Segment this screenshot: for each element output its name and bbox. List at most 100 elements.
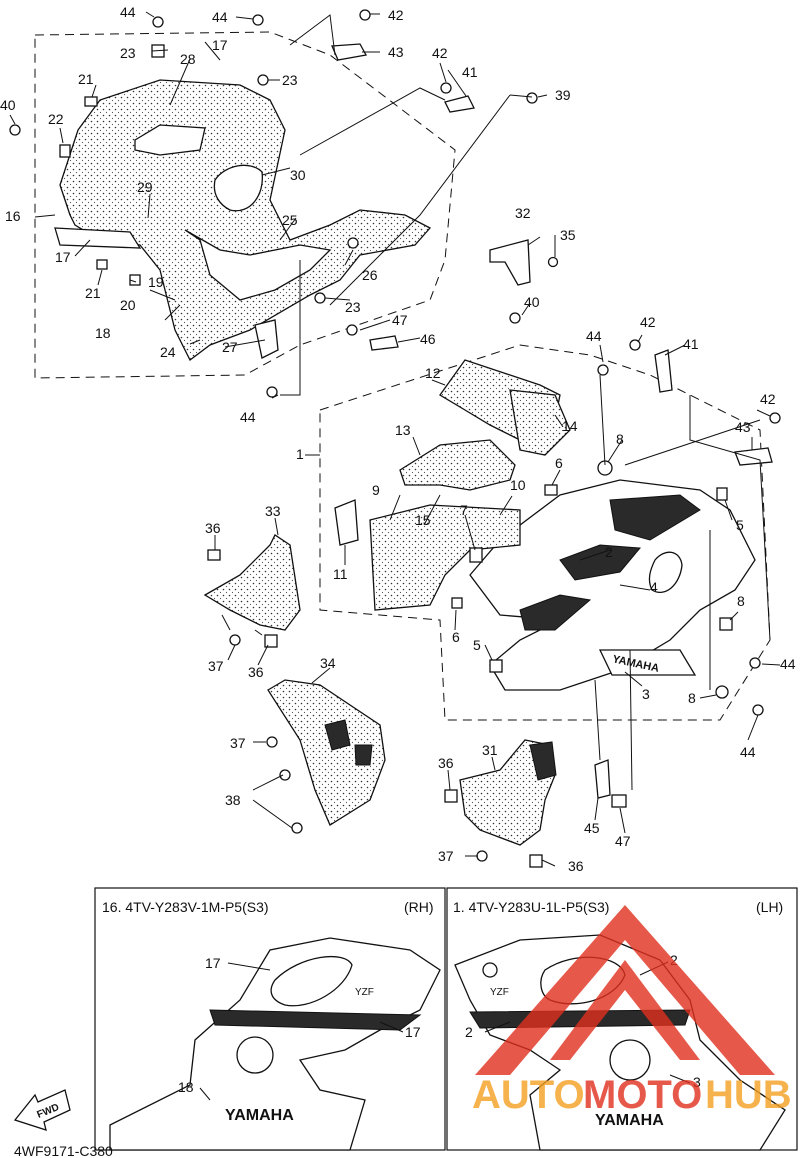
bolt-40-mid xyxy=(509,312,521,324)
callout-41: 41 xyxy=(683,336,699,352)
callout-19: 19 xyxy=(148,274,164,290)
callout-24: 24 xyxy=(160,344,176,360)
lh-cowling-panel xyxy=(469,479,756,691)
callout-21: 21 xyxy=(78,71,94,87)
callout-40: 40 xyxy=(0,97,16,113)
watermark-text-auto: AUTO xyxy=(472,1073,585,1117)
nut-6-top xyxy=(544,484,558,496)
callout-14: 14 xyxy=(562,418,578,434)
callout-12: 12 xyxy=(425,365,441,381)
callout-28: 28 xyxy=(180,51,196,67)
rubber-7 xyxy=(469,547,483,563)
bolt-42-d xyxy=(769,412,781,424)
callout-15: 15 xyxy=(415,512,431,528)
inset-rh-yzf: YZF xyxy=(355,987,374,998)
callout-47: 47 xyxy=(392,312,408,328)
callout-36: 36 xyxy=(438,755,454,771)
bolt-42-c xyxy=(629,339,641,351)
callout-20: 20 xyxy=(120,297,136,313)
stay-32 xyxy=(489,239,531,286)
callout-44: 44 xyxy=(740,744,756,760)
rh-bracket-27 xyxy=(254,319,279,359)
grommet-23-b xyxy=(257,74,269,86)
bracket-46 xyxy=(369,335,399,351)
bracket-41-lower xyxy=(654,349,673,393)
fwd-arrow: FWD xyxy=(13,1089,71,1131)
rh-inner-panel xyxy=(184,229,332,301)
callout-37: 37 xyxy=(230,735,246,751)
callout-40: 40 xyxy=(524,294,540,310)
watermark-inner-triangle-icon xyxy=(550,960,700,1060)
bolt-39 xyxy=(526,92,538,104)
callout-47: 47 xyxy=(615,833,631,849)
rh-side-cowling-assembly xyxy=(9,9,559,399)
callout-5: 5 xyxy=(736,517,744,533)
callout-27: 27 xyxy=(222,339,238,355)
callout-8: 8 xyxy=(688,690,696,706)
callout-23: 23 xyxy=(120,45,136,61)
callout-8: 8 xyxy=(616,431,624,447)
watermark-triangle-icon xyxy=(475,905,775,1075)
callout-44: 44 xyxy=(780,656,796,672)
callout-45: 45 xyxy=(584,820,600,836)
stay-43-lower xyxy=(734,447,773,466)
rh-cowling-window xyxy=(134,124,206,156)
brackets-group xyxy=(203,517,627,868)
callout-11: 11 xyxy=(333,566,348,582)
callout-44: 44 xyxy=(586,328,602,344)
grommet-26 xyxy=(347,237,359,249)
bolt-38-b xyxy=(291,822,303,834)
callout-7: 7 xyxy=(460,502,468,518)
callout-23: 23 xyxy=(345,299,361,315)
callout-29: 29 xyxy=(137,179,153,195)
lh-intake-opening xyxy=(648,551,683,593)
bracket-41-top xyxy=(444,95,475,113)
callout-26: 26 xyxy=(362,267,378,283)
nut-21-top xyxy=(84,96,98,107)
inset-lh-yzf: YZF xyxy=(490,987,509,998)
nut-36-c xyxy=(444,789,458,803)
nut-36-d xyxy=(529,854,543,868)
inset-lh-label-2a: 2 xyxy=(670,952,678,968)
nut-6-bottom xyxy=(451,597,463,609)
inset-lh-side: (LH) xyxy=(756,899,783,915)
callout-3: 3 xyxy=(642,686,650,702)
callout-32: 32 xyxy=(515,205,531,221)
nut-5-right xyxy=(716,487,728,501)
nut-21-bottom xyxy=(96,259,108,270)
bracket-33 xyxy=(203,534,301,631)
callout-43: 43 xyxy=(388,44,404,60)
rh-intake-opening xyxy=(213,164,264,212)
lh-stripe-mid xyxy=(559,544,642,581)
inset-rh-leaders xyxy=(199,962,404,1101)
inset-rh-yamaha: YAMAHA xyxy=(225,1107,294,1124)
inset-rh-label-17a: 17 xyxy=(205,955,221,971)
grommet-23-c xyxy=(314,292,326,304)
callout-42: 42 xyxy=(640,314,656,330)
callout-10: 10 xyxy=(510,477,526,493)
inset-rh-label-18: 18 xyxy=(178,1079,194,1095)
callout-44: 44 xyxy=(120,4,136,20)
callout-44: 44 xyxy=(240,409,256,425)
callout-37: 37 xyxy=(438,848,454,864)
callout-42: 42 xyxy=(432,45,448,61)
diagram-code: 4WF9171-C380 xyxy=(14,1143,113,1158)
callout-17: 17 xyxy=(55,249,71,265)
leader-lines-brackets xyxy=(214,517,626,867)
stay-43-top xyxy=(331,43,368,61)
clip-22 xyxy=(59,144,71,158)
lh-stripe-lower xyxy=(519,594,592,631)
grommet-8-bottom xyxy=(715,685,729,699)
rh-lower-flap xyxy=(54,227,142,249)
inset-lh-intake xyxy=(609,1039,651,1081)
bolt-44-f xyxy=(752,704,764,716)
lh-side-cowling-assembly: YAMAHA xyxy=(305,334,781,791)
lh-logo-plate xyxy=(598,649,697,676)
callout-39: 39 xyxy=(555,87,571,103)
callout-5: 5 xyxy=(473,637,481,653)
bolt-38-a xyxy=(279,769,291,781)
callout-18: 18 xyxy=(95,325,111,341)
bracket-31-block xyxy=(529,741,557,781)
inset-rh-label-17b: 17 xyxy=(405,1024,421,1040)
